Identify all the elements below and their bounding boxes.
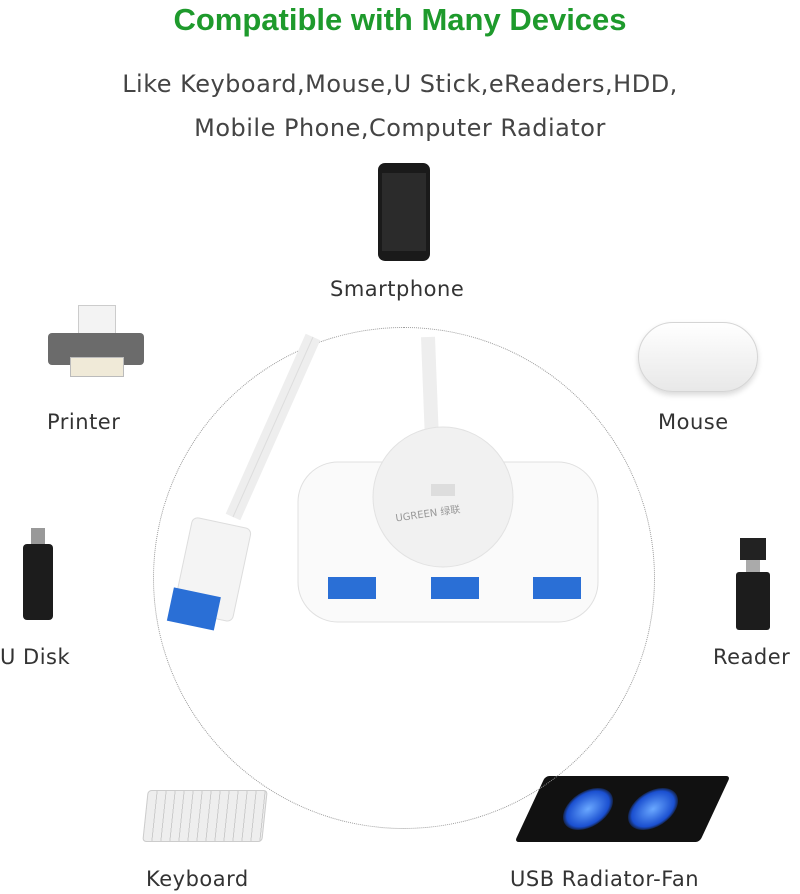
hub-circle xyxy=(153,327,655,829)
keyboard-label: Keyboard xyxy=(146,867,249,891)
usb-hub-image xyxy=(166,333,599,631)
subtitle-line-2: Mobile Phone,Computer Radiator xyxy=(194,114,606,142)
mouse-image xyxy=(638,322,758,392)
subtitle-line-1: Like Keyboard,Mouse,U Stick,eReaders,HDD… xyxy=(122,70,678,98)
printer-image xyxy=(48,305,144,377)
printer-label: Printer xyxy=(47,410,121,434)
udisk-label: U Disk xyxy=(0,645,71,669)
banner-title: Compatible with Many Devices xyxy=(173,2,627,37)
udisk-image xyxy=(23,528,53,620)
reader-image xyxy=(736,538,770,630)
reader-label: Reader xyxy=(713,645,791,669)
smartphone-label: Smartphone xyxy=(330,277,465,301)
mouse-label: Mouse xyxy=(658,410,729,434)
fan-label: USB Radiator-Fan xyxy=(510,867,700,891)
smartphone-image xyxy=(378,163,430,261)
